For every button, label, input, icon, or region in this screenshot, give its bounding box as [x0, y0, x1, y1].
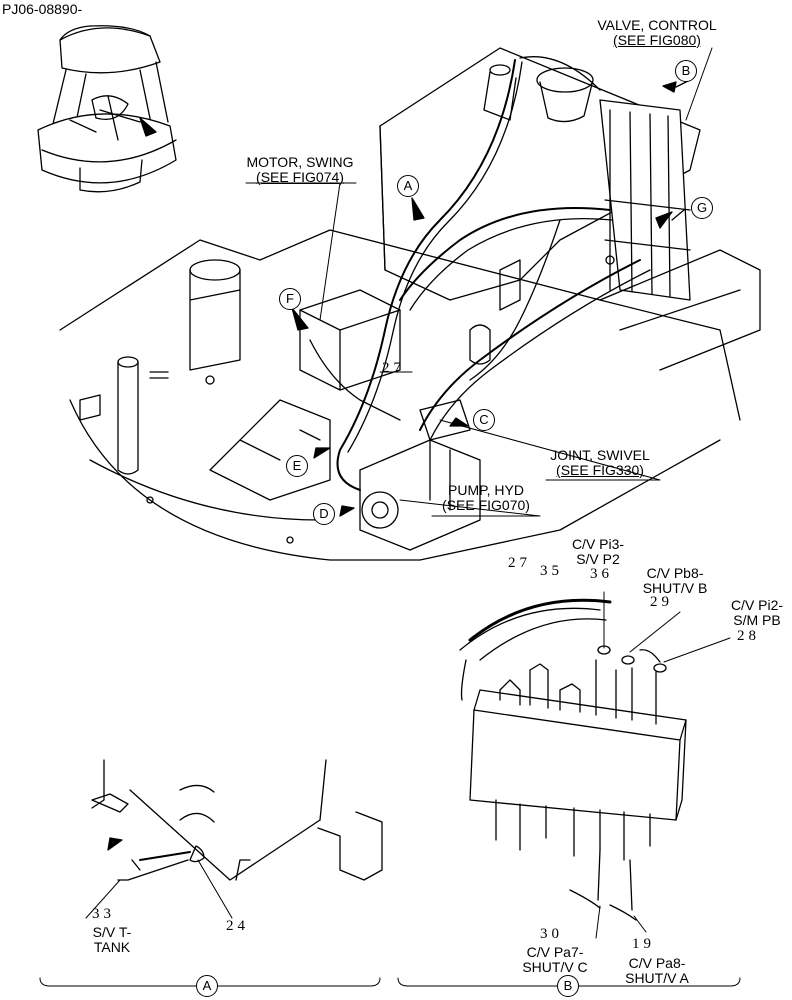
drawing-id: PJ06-08890-	[2, 1, 83, 17]
detail-b-drawing	[459, 598, 687, 921]
callout-c: C	[473, 409, 495, 431]
callout-a: A	[397, 175, 419, 197]
label-cv-pi3: C/V Pi3- S/V P2	[571, 536, 625, 567]
detail-a-drawing	[91, 759, 383, 881]
part-number-28: 28	[737, 628, 760, 644]
main-assembly-drawing	[59, 47, 761, 561]
part-number-36: 36	[590, 566, 613, 582]
detail-a-leader-lines	[85, 859, 233, 919]
part-number-19: 19	[632, 936, 655, 952]
callout-detail-b: B	[557, 975, 579, 997]
label-valve-control: VALVE, CONTROL (SEE FIG080)	[597, 17, 717, 48]
callout-arrows	[107, 79, 691, 851]
part-number-35: 35	[540, 563, 563, 579]
callout-b: B	[675, 60, 697, 82]
callout-f: F	[279, 288, 301, 310]
main-leader-lines	[245, 47, 713, 517]
callout-e: E	[286, 455, 308, 477]
detail-b-leader-lines	[595, 591, 731, 939]
label-cv-pa8: C/V Pa8- SHUT/V A	[625, 955, 689, 986]
callout-g: G	[691, 197, 713, 219]
part-number-27-main: 27	[382, 360, 405, 376]
part-number-30: 30	[540, 926, 563, 942]
part-number-24: 24	[226, 918, 249, 934]
label-cv-pb8: C/V Pb8- SHUT/V B	[642, 565, 708, 596]
label-cv-pi2: C/V Pi2- S/M PB	[730, 597, 784, 628]
part-number-33: 33	[92, 906, 115, 922]
label-cv-pa7: C/V Pa7- SHUT/V C	[522, 944, 588, 975]
label-joint-swivel: JOINT, SWIVEL (SEE FIG330)	[550, 447, 650, 478]
part-number-27-detail: 27	[508, 555, 531, 571]
part-number-29: 29	[650, 594, 673, 610]
label-motor-swing: MOTOR, SWING (SEE FIG074)	[246, 154, 354, 185]
label-pump-hyd: PUMP, HYD (SEE FIG070)	[442, 482, 530, 513]
callout-detail-a: A	[196, 975, 218, 997]
machine-thumbnail-drawing	[37, 25, 177, 193]
callout-d: D	[313, 503, 335, 525]
label-sv-tank: S/V T- TANK	[92, 924, 132, 955]
